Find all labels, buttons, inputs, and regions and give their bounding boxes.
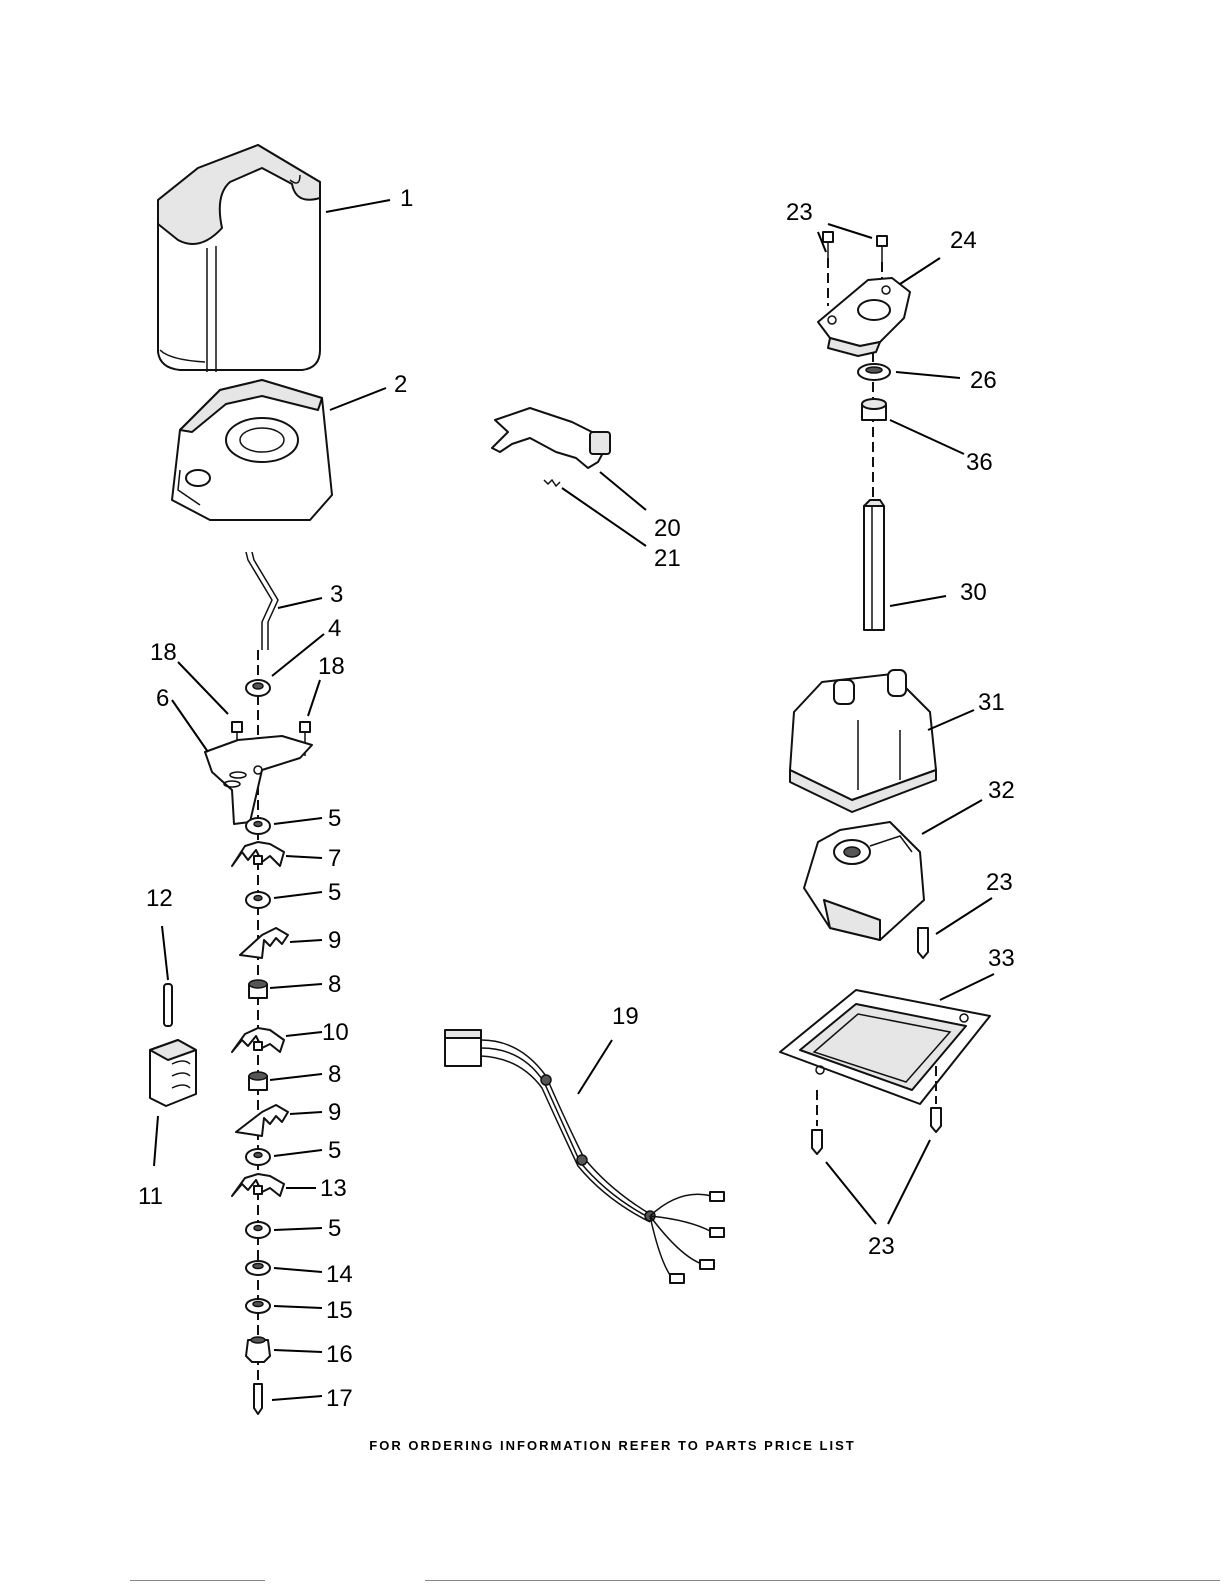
- callout-36: 36: [966, 449, 993, 476]
- part-36-bushing: [862, 399, 886, 420]
- callout-31: 31: [978, 689, 1005, 716]
- bottom-rule-left: [130, 1580, 265, 1581]
- part-8-spacer-a: [249, 980, 267, 998]
- callout-30: 30: [960, 579, 987, 606]
- part-21-spring: [544, 480, 560, 486]
- part-9-cam-b: [236, 1105, 288, 1136]
- callout-6: 6: [156, 685, 169, 712]
- part-1-bin-cover: [158, 145, 320, 372]
- part-2-bin-housing: [172, 380, 332, 520]
- callout-2: 2: [394, 371, 407, 398]
- callout-14: 14: [326, 1261, 353, 1288]
- part-9-cam-a: [240, 928, 288, 958]
- callout-19: 19: [612, 1003, 639, 1030]
- callout-3: 3: [330, 581, 343, 608]
- part-8-spacer-b: [249, 1072, 267, 1090]
- part-13-cam: [232, 1174, 284, 1196]
- callout-13: 13: [320, 1175, 347, 1202]
- callout-8-a: 8: [328, 971, 341, 998]
- callout-12: 12: [146, 885, 173, 912]
- part-23-screw-motor: [918, 928, 928, 958]
- part-6-plate: [205, 736, 312, 824]
- callout-32: 32: [988, 777, 1015, 804]
- bottom-rule-right: [425, 1580, 1220, 1581]
- callout-1: 1: [400, 185, 413, 212]
- callout-23-motor: 23: [986, 869, 1013, 896]
- part-19-wire-harness: [445, 1030, 724, 1283]
- part-3-wire: [246, 552, 278, 650]
- footer-ordering-note: FOR ORDERING INFORMATION REFER TO PARTS …: [0, 1438, 1225, 1453]
- callout-26: 26: [970, 367, 997, 394]
- part-30-shaft: [864, 500, 884, 630]
- part-15-washer: [246, 1299, 270, 1313]
- callout-5-a: 5: [328, 805, 341, 832]
- callout-5-d: 5: [328, 1215, 341, 1242]
- callout-21: 21: [654, 545, 681, 572]
- part-4-washer: [246, 680, 270, 696]
- part-5-washer-c: [246, 1149, 270, 1165]
- callout-8-b: 8: [328, 1061, 341, 1088]
- callout-4: 4: [328, 615, 341, 642]
- callout-11: 11: [138, 1183, 163, 1210]
- part-33-gasket: [780, 990, 990, 1104]
- part-11-block: [150, 1040, 196, 1106]
- callout-9-a: 9: [328, 927, 341, 954]
- callout-20: 20: [654, 515, 681, 542]
- callout-24: 24: [950, 227, 977, 254]
- callout-5-b: 5: [328, 879, 341, 906]
- part-23-screw-gasket-right: [931, 1108, 941, 1132]
- part-5-washer-d: [246, 1222, 270, 1238]
- callout-23-bottom: 23: [868, 1233, 895, 1260]
- callout-18-right: 18: [318, 653, 345, 680]
- callout-33: 33: [988, 945, 1015, 972]
- part-10-cam: [232, 1028, 284, 1052]
- part-31-motor-cover: [790, 670, 936, 812]
- callout-17: 17: [326, 1385, 353, 1412]
- part-26-washer: [858, 364, 890, 380]
- callout-23-top: 23: [786, 199, 813, 226]
- part-32-motor: [804, 822, 924, 940]
- part-5-washer-a: [246, 818, 270, 834]
- part-14-washer: [246, 1261, 270, 1275]
- part-24-bracket: [818, 278, 910, 356]
- callout-10: 10: [322, 1019, 349, 1046]
- callout-18-left: 18: [150, 639, 177, 666]
- part-20-bracket: [492, 408, 610, 468]
- part-17-screw: [254, 1384, 262, 1414]
- part-23-screw-top-left: [823, 232, 833, 306]
- callout-7: 7: [328, 845, 341, 872]
- part-7-cam: [232, 842, 284, 866]
- part-12-pin: [164, 984, 172, 1026]
- callout-15: 15: [326, 1297, 353, 1324]
- part-5-washer-b: [246, 892, 270, 908]
- part-23-screw-gasket-left: [812, 1130, 822, 1154]
- callout-9-b: 9: [328, 1099, 341, 1126]
- part-16-bushing: [246, 1337, 270, 1362]
- callout-16: 16: [326, 1341, 353, 1368]
- callout-5-c: 5: [328, 1137, 341, 1164]
